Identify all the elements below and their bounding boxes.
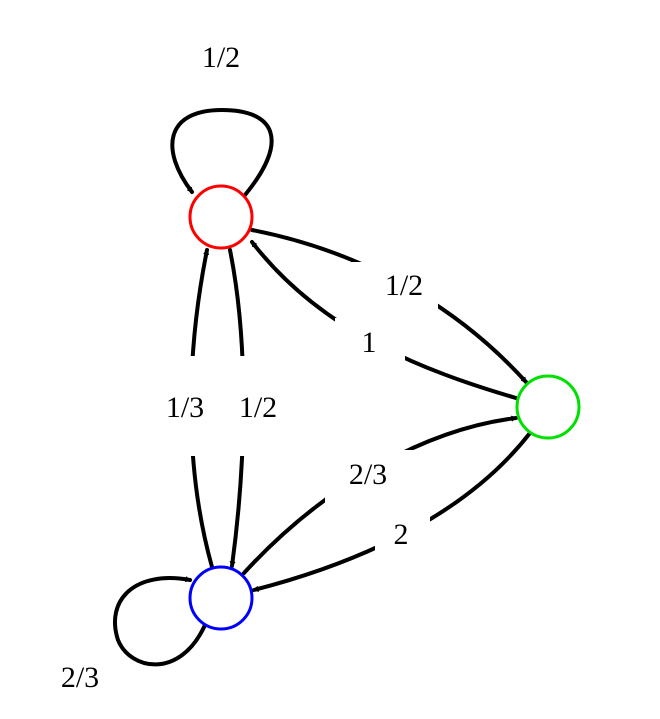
label-red-to-green: 1/2: [385, 269, 423, 302]
edge-red-self-loop: [170, 107, 274, 197]
edge-blue-self-loop: [113, 576, 207, 667]
label-red-self: 1/2: [202, 41, 240, 74]
label-blue-to-red: 1/3: [166, 391, 204, 424]
label-green-to-blue: 2: [394, 518, 409, 551]
label-blue-self: 2/3: [61, 661, 99, 694]
label-green-to-red: 1: [362, 326, 377, 359]
node-red: [188, 184, 254, 250]
label-red-to-blue: 1/2: [239, 391, 277, 424]
node-green: [515, 374, 581, 440]
label-blue-to-green: 2/3: [349, 458, 387, 491]
node-blue: [188, 565, 254, 631]
